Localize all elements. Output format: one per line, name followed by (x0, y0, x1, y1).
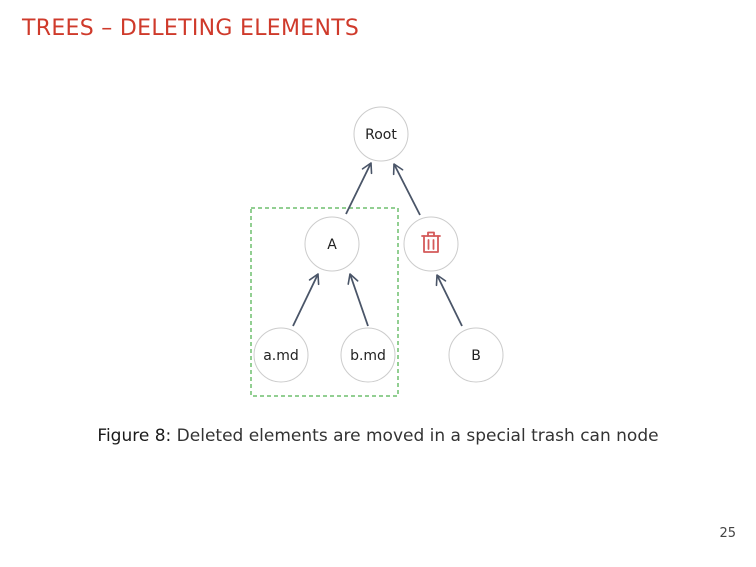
caption-text: Deleted elements are moved in a special … (176, 426, 659, 446)
node-b-label: B (471, 348, 481, 364)
edge-trash-to-root (392, 163, 421, 216)
node-trash (403, 216, 459, 272)
page-number: 25 (719, 526, 736, 541)
highlight-box (250, 207, 399, 397)
edge-bmd-to-a (347, 273, 369, 327)
edge-b-to-trash (435, 274, 463, 327)
node-root-label: Root (365, 127, 397, 143)
node-a: A (304, 216, 360, 272)
edge-a-to-root (345, 162, 373, 215)
caption-prefix: Figure 8: (97, 426, 172, 446)
node-a-label: A (327, 237, 337, 253)
slide-title: TREES – DELETING ELEMENTS (22, 16, 360, 41)
trash-can-icon (421, 231, 441, 253)
node-root: Root (353, 106, 409, 162)
node-bmd-label: b.md (350, 348, 386, 364)
figure-caption: Figure 8: Deleted elements are moved in … (0, 426, 756, 446)
edge-amd-to-a (292, 273, 320, 327)
node-bmd: b.md (340, 327, 396, 383)
node-amd-label: a.md (263, 348, 299, 364)
edges-layer (292, 162, 463, 327)
node-amd: a.md (253, 327, 309, 383)
node-b: B (448, 327, 504, 383)
